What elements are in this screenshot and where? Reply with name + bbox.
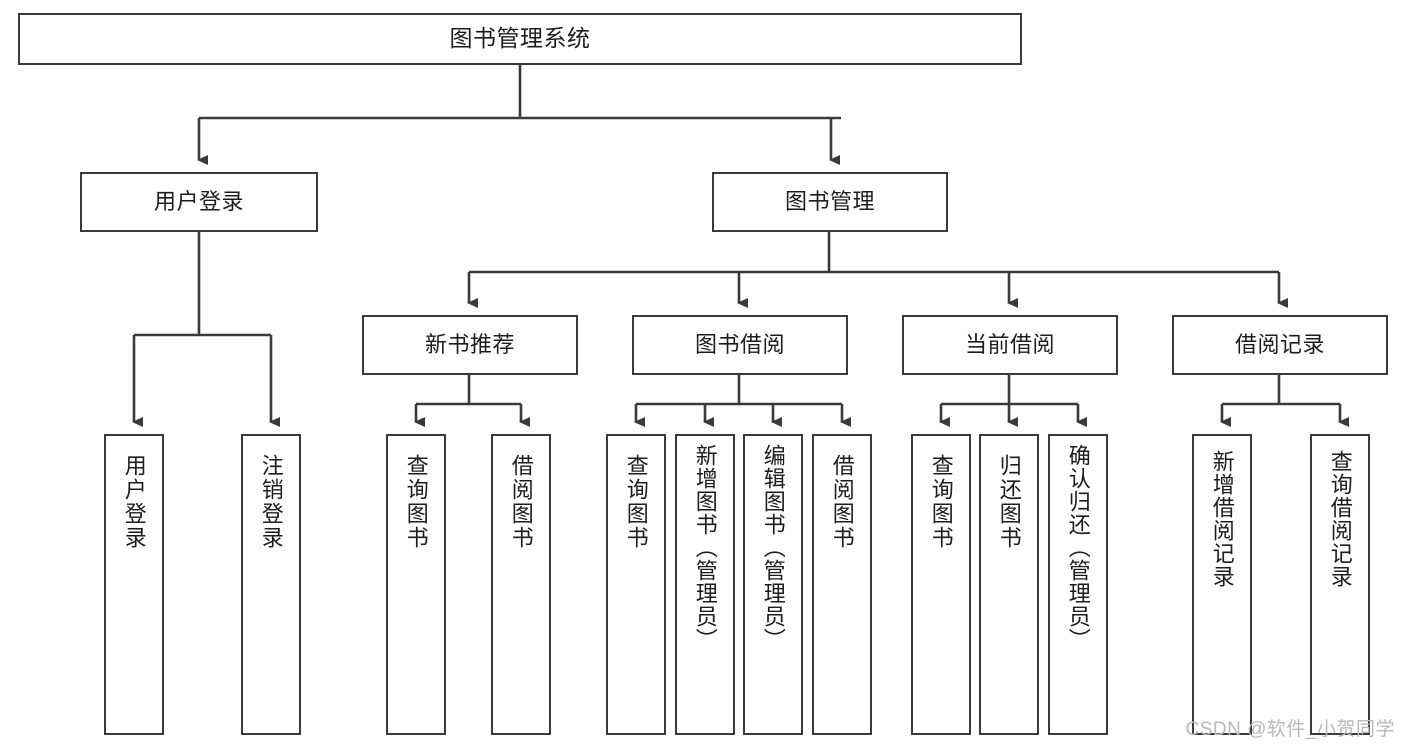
leaf-label: 查询图书	[623, 454, 649, 550]
leaf-query-book-2[interactable]: 查询图书	[606, 434, 666, 735]
leaf-query-record[interactable]: 查询借阅记录	[1310, 434, 1370, 735]
watermark-text: CSDN @软件_小贺同学	[1185, 719, 1395, 740]
leaf-borrow-book-2[interactable]: 借阅图书	[812, 434, 872, 735]
node-book-borrow[interactable]: 图书借阅	[632, 315, 848, 375]
leaf-label: 归还图书	[996, 454, 1022, 550]
leaf-label: 借阅图书	[508, 454, 534, 550]
node-current-borrow[interactable]: 当前借阅	[902, 315, 1118, 375]
leaf-edit-book[interactable]: 编辑图书（管理员）	[743, 434, 803, 735]
leaf-label: 借阅图书	[829, 454, 855, 550]
leaf-label: 查询借阅记录	[1327, 450, 1353, 588]
leaf-label: 用户登录	[121, 454, 147, 550]
leaf-user-login[interactable]: 用户登录	[104, 434, 164, 735]
node-root[interactable]: 图书管理系统	[18, 13, 1022, 65]
leaf-label: 确认归还（管理员）	[1065, 444, 1091, 651]
leaf-label: 编辑图书（管理员）	[760, 444, 786, 651]
leaf-add-record[interactable]: 新增借阅记录	[1192, 434, 1252, 735]
node-new-book-recommend[interactable]: 新书推荐	[362, 315, 578, 375]
leaf-label: 新增图书（管理员）	[692, 444, 718, 651]
leaf-label: 新增借阅记录	[1209, 450, 1235, 588]
leaf-label: 查询图书	[403, 454, 429, 550]
leaf-query-book-1[interactable]: 查询图书	[386, 434, 446, 735]
node-borrow-record[interactable]: 借阅记录	[1172, 315, 1388, 375]
leaf-label: 注销登录	[258, 454, 284, 550]
leaf-add-book[interactable]: 新增图书（管理员）	[675, 434, 735, 735]
leaf-user-logout[interactable]: 注销登录	[241, 434, 301, 735]
node-book-management[interactable]: 图书管理	[712, 172, 948, 232]
leaf-return-book[interactable]: 归还图书	[979, 434, 1039, 735]
leaf-borrow-book-1[interactable]: 借阅图书	[491, 434, 551, 735]
node-user-login[interactable]: 用户登录	[80, 172, 318, 232]
leaf-confirm-return[interactable]: 确认归还（管理员）	[1048, 434, 1108, 735]
leaf-label: 查询图书	[928, 454, 954, 550]
leaf-query-book-3[interactable]: 查询图书	[911, 434, 971, 735]
